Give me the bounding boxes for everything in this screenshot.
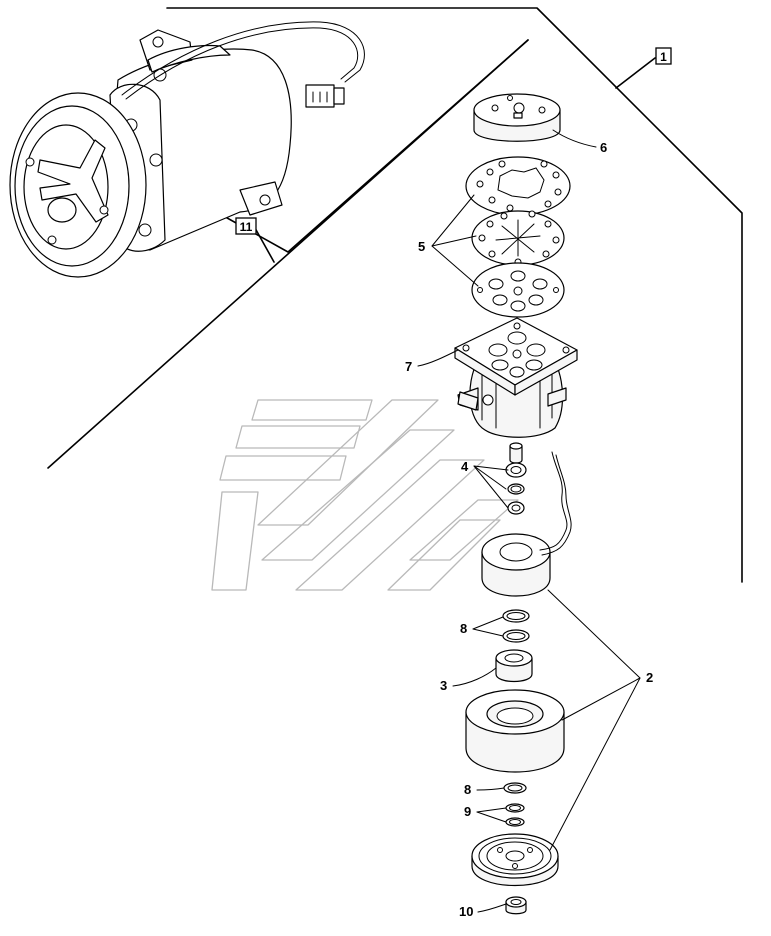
callout-8-lower: 8 <box>464 782 471 797</box>
callout-9: 9 <box>464 804 471 819</box>
part-4-bushing-orings <box>505 442 527 515</box>
callout-6: 6 <box>600 140 607 155</box>
callout-box-1 <box>655 47 672 65</box>
part-6-head-cap <box>473 93 561 142</box>
part-8-9-orings-lower <box>503 782 527 827</box>
callout-7: 7 <box>405 359 412 374</box>
callout-11: 11 <box>240 220 253 234</box>
callout-1: 1 <box>660 50 667 64</box>
watermark-logo <box>211 399 519 591</box>
part-7-cylinder-block <box>454 317 578 438</box>
callout-2: 2 <box>646 670 653 685</box>
callout-3: 3 <box>440 678 447 693</box>
part-3-bearing <box>495 649 533 683</box>
leader-lines <box>417 129 641 913</box>
part-5-valve-plates <box>465 156 571 318</box>
callout-labels: 1 11 6 5 7 4 8 3 2 8 9 10 <box>235 47 672 919</box>
part-2-clutch-coil <box>481 451 572 597</box>
compressor-assembly <box>9 21 365 278</box>
callout-5: 5 <box>418 239 425 254</box>
callout-4: 4 <box>461 459 469 474</box>
callout-8-upper: 8 <box>460 621 467 636</box>
part-2-pulley <box>465 689 565 773</box>
part-8-orings-upper <box>502 609 530 643</box>
callout-box-11 <box>235 217 257 235</box>
callout-10: 10 <box>459 904 473 919</box>
part-10-nut <box>505 896 527 915</box>
part-2-hub-plate <box>471 833 559 887</box>
